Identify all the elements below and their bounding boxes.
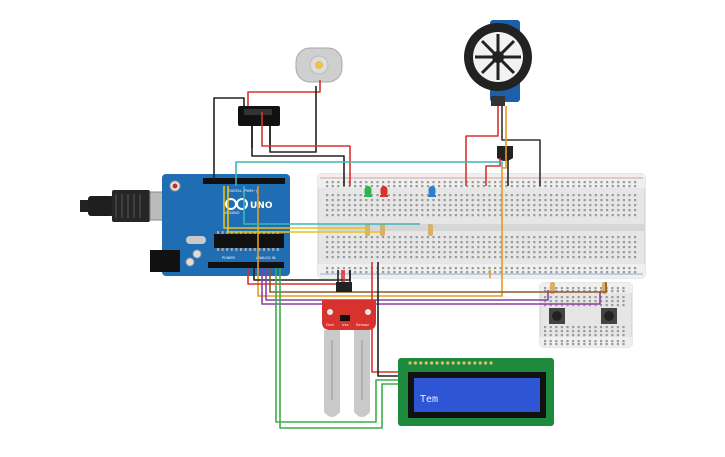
led-group	[364, 186, 436, 197]
lcd-line-1: Tem	[420, 394, 438, 405]
wire-red-relay	[247, 80, 321, 106]
wire-yellow-2	[223, 186, 368, 229]
push-button-1[interactable]	[549, 308, 565, 324]
wires	[213, 80, 607, 429]
small-breadboard-holes	[544, 287, 625, 346]
wire-purple-2	[261, 268, 601, 305]
servo-motor[interactable]	[464, 20, 532, 106]
resistor-4[interactable]	[550, 282, 555, 294]
wire-teal-2	[243, 186, 420, 225]
small-breadboard[interactable]	[539, 282, 633, 348]
wire-green-2	[275, 268, 398, 423]
dc-motor[interactable]	[295, 47, 343, 83]
arduino-analog-label: ANALOG IN	[256, 256, 276, 260]
arduino-power-label: POWER	[222, 256, 236, 260]
led-1[interactable]	[364, 186, 372, 197]
soil-moisture-sensor[interactable]: Gnd Vcc Sensor	[322, 282, 376, 417]
resistor-2[interactable]	[380, 224, 385, 236]
sensor-pin-vcc-label: Vcc	[342, 322, 349, 327]
breadboard-holes	[326, 181, 637, 274]
wire-red-power	[247, 268, 343, 285]
resistor-1[interactable]	[365, 224, 370, 236]
relay[interactable]	[238, 106, 280, 148]
wire-black-relay-motor	[269, 86, 317, 153]
wire-red-servo	[465, 106, 499, 186]
wire-teal-1	[235, 161, 503, 186]
led-3[interactable]	[428, 186, 436, 197]
resistor-3[interactable]	[428, 224, 433, 236]
lcd-pin-header	[408, 361, 493, 365]
wire-green-1	[279, 268, 398, 429]
transistor[interactable]	[497, 146, 513, 161]
arduino-model-label: UNO	[250, 201, 273, 211]
wire-brown-servo	[501, 106, 541, 186]
arduino-brand-label: ARDUINO	[223, 211, 240, 215]
sensor-pin-sensor-label: Sensor	[356, 322, 369, 327]
sensor-pin-gnd-label: Gnd	[326, 322, 334, 327]
push-button-2[interactable]	[601, 308, 617, 324]
wire-yellow-1	[227, 186, 380, 233]
usb-cable	[80, 190, 165, 222]
led-2[interactable]	[380, 186, 388, 197]
wire-brown-1	[269, 268, 607, 293]
wire-black-lcd	[377, 262, 398, 377]
main-breadboard[interactable]	[317, 173, 646, 279]
lcd-16x2[interactable]: Tem	[398, 358, 554, 426]
wire-black-relay-bb	[251, 148, 345, 186]
wire-purple-1	[265, 268, 549, 301]
wire-red-relay-bb	[261, 112, 351, 186]
wire-red-lcd	[371, 262, 398, 373]
wire-black-relay	[213, 97, 245, 180]
arduino-logo-icon	[225, 198, 248, 210]
arduino-digital-header-label: DIGITAL (PWM~)	[228, 189, 258, 193]
